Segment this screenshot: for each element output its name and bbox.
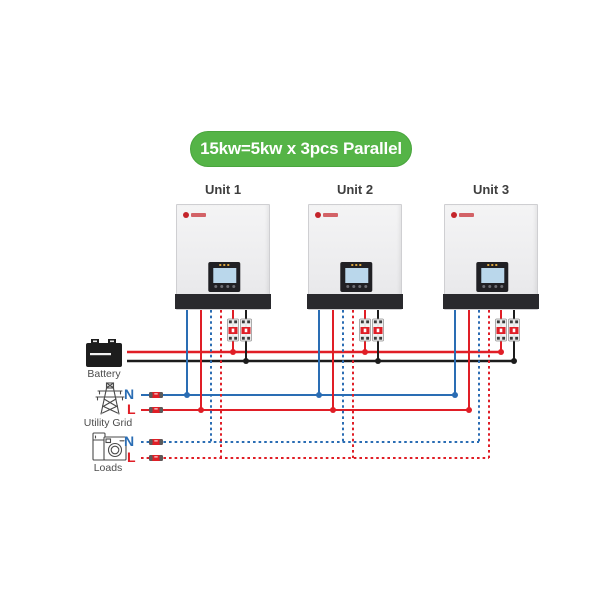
unit-3-wiring	[452, 310, 520, 458]
unit-3-label: Unit 3	[472, 182, 510, 197]
unit-1-wiring	[184, 310, 252, 458]
utility-grid-label: Utility Grid	[83, 417, 133, 429]
inverter-terminal-bar	[307, 294, 403, 309]
panel-buttons	[343, 285, 369, 288]
battery-breaker-icon	[372, 318, 384, 342]
grid-neutral-label: N	[124, 386, 135, 402]
lcd-screen	[344, 268, 368, 283]
battery-label: Battery	[87, 368, 121, 380]
loads-label: Loads	[93, 462, 123, 474]
fuse-icon	[149, 455, 163, 461]
unit-1-label: Unit 1	[204, 182, 242, 197]
inverter-unit-1: Unit 1	[175, 182, 271, 310]
panel-buttons	[479, 285, 505, 288]
status-led-icons	[343, 264, 369, 266]
inverter-display	[476, 262, 509, 292]
fuse-icon	[149, 392, 163, 398]
battery-breaker-icon	[495, 318, 507, 342]
inverter-unit-2: Unit 2	[307, 182, 403, 310]
inverter-1	[175, 204, 271, 310]
battery-breaker-icon	[359, 318, 371, 342]
battery-breaker-icon	[508, 318, 520, 342]
battery-breaker-icon	[240, 318, 252, 342]
fuse-icon	[149, 407, 163, 413]
status-led-icons	[479, 264, 505, 266]
lcd-screen	[212, 268, 236, 283]
inverter-unit-3: Unit 3	[443, 182, 539, 310]
status-led-icons	[211, 264, 237, 266]
battery-icon	[86, 339, 122, 367]
inverter-display	[208, 262, 241, 292]
loads-neutral-label: N	[124, 433, 135, 449]
panel-buttons	[211, 285, 237, 288]
inverter-terminal-bar	[443, 294, 539, 309]
grid-live-label: L	[127, 401, 136, 417]
brand-logo-icon	[315, 212, 338, 218]
unit-2-wiring	[316, 310, 384, 458]
battery-breaker-icon	[227, 318, 239, 342]
unit-2-label: Unit 2	[336, 182, 374, 197]
inverter-terminal-bar	[175, 294, 271, 309]
loads-icon	[92, 432, 127, 461]
utility-grid-icon	[95, 382, 125, 415]
fuse-icon	[149, 439, 163, 445]
lcd-screen	[480, 268, 504, 283]
brand-logo-icon	[183, 212, 206, 218]
loads-live-label: L	[127, 449, 136, 465]
inverter-3	[443, 204, 539, 310]
diagram-title: 15kw=5kw x 3pcs Parallel	[190, 131, 412, 167]
brand-logo-icon	[451, 212, 474, 218]
inverter-2	[307, 204, 403, 310]
inverter-display	[340, 262, 373, 292]
